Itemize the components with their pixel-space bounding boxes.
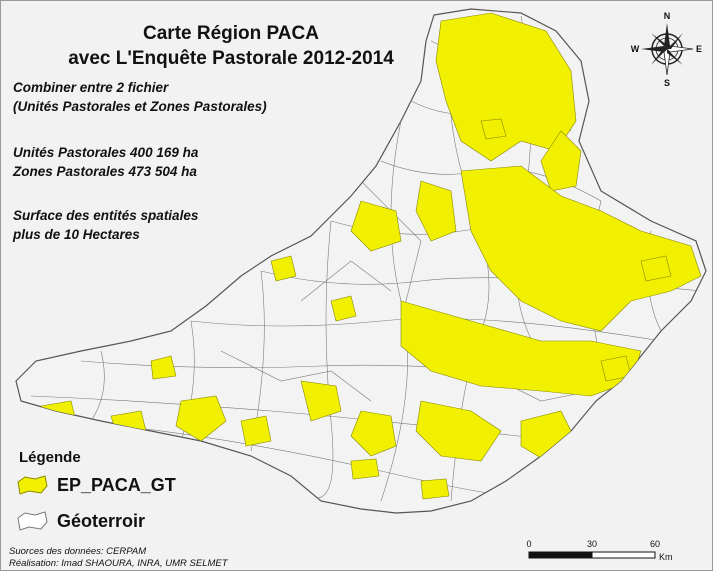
legend-item-geoterroir: Géoterroir (15, 510, 145, 532)
source-line-data: Suorces des données: CERPAM (9, 546, 147, 557)
legend-label-pastoral: EP_PACA_GT (57, 474, 176, 495)
legend-title: Légende (19, 449, 81, 466)
legend-item-pastoral: EP_PACA_GT (15, 474, 176, 496)
outline-polygon-swatch-icon (17, 511, 48, 531)
legend-label-geoterroir: Géoterroir (57, 510, 146, 531)
note-combine: Combiner entre 2 fichier (13, 80, 169, 95)
note-layers: (Unités Pastorales et Zones Pastorales) (13, 99, 267, 114)
note-unites-area: Unités Pastorales 400 169 ha (13, 145, 199, 160)
scale-bar: 0 30 60 Km (526, 539, 673, 562)
scale-tick-60: 60 (650, 539, 660, 549)
source-line-author: Réalisation: Imad SHAOURA, INRA, UMR SEL… (9, 558, 228, 569)
note-surface: Surface des entités spatiales (13, 208, 199, 223)
scale-tick-30: 30 (587, 539, 597, 549)
compass-north-label: N (664, 11, 671, 21)
map-title-line2: avec L'Enquête Pastorale 2012-2014 (68, 48, 394, 69)
yellow-polygon-swatch-icon (17, 475, 48, 495)
scale-unit: Km (659, 552, 673, 562)
map-title-line1: Carte Région PACA (143, 23, 319, 44)
compass-south-label: S (664, 78, 670, 87)
map-title: Carte Région PACA avec L'Enquête Pastora… (41, 21, 421, 71)
note-threshold: plus de 10 Hectares (13, 227, 140, 242)
compass-east-label: E (696, 44, 702, 54)
compass-rose-icon: N S E W (631, 11, 702, 87)
compass-west-label: W (631, 44, 640, 54)
note-zones-area: Zones Pastorales 473 504 ha (13, 164, 197, 179)
scale-tick-0: 0 (526, 539, 531, 549)
